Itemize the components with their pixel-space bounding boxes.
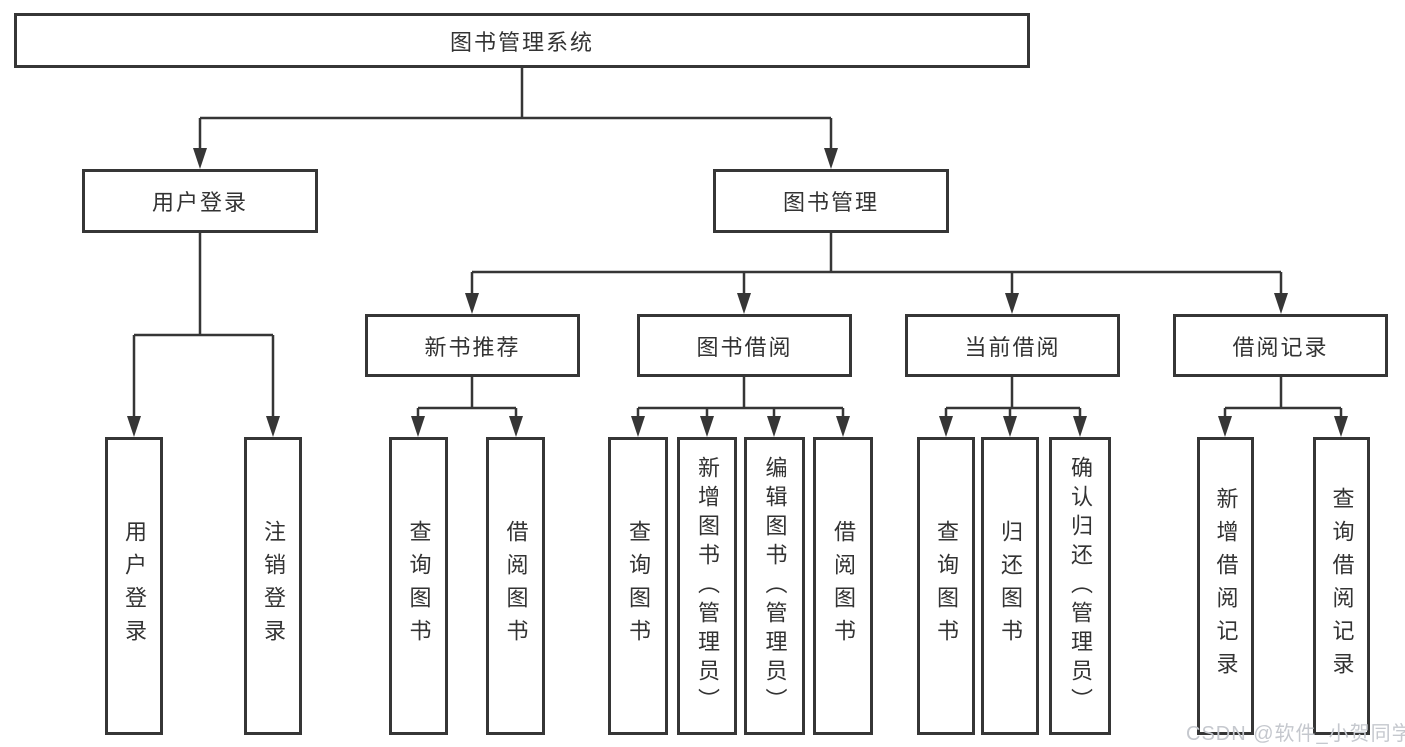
node-label: 查询图书	[406, 520, 432, 652]
node-user-login-module: 用户登录	[82, 169, 318, 233]
node-logout-action: 注销登录	[244, 437, 302, 735]
node-label: 查询图书	[934, 520, 959, 652]
node-add-books-admin: 新增图书（管理员）	[677, 437, 737, 735]
node-add-borrow-record: 新增借阅记录	[1197, 437, 1254, 735]
node-label: 借阅记录	[1232, 334, 1329, 360]
node-label: 借阅图书	[503, 520, 529, 652]
node-new-book-recommendation: 新书推荐	[365, 314, 580, 377]
node-library-management-system: 图书管理系统	[14, 13, 1030, 68]
node-query-borrow-record: 查询借阅记录	[1313, 437, 1370, 735]
node-edit-books-admin: 编辑图书（管理员）	[744, 437, 805, 735]
node-label: 新增图书（管理员）	[695, 455, 720, 717]
node-user-login-action: 用户登录	[105, 437, 163, 735]
node-label: 注销登录	[261, 520, 286, 652]
node-label: 归还图书	[998, 520, 1023, 652]
csdn-watermark: CSDN @软件_小贺同学	[1186, 723, 1405, 745]
node-label: 确认归还（管理员）	[1068, 455, 1093, 717]
node-query-books: 查询图书	[389, 437, 448, 735]
node-label: 用户登录	[151, 190, 248, 215]
node-return-books: 归还图书	[981, 437, 1039, 735]
node-label: 新书推荐	[424, 334, 521, 360]
node-label: 查询图书	[626, 520, 651, 652]
node-label: 图书管理	[782, 190, 879, 215]
node-book-management-module: 图书管理	[713, 169, 949, 233]
node-label: 用户登录	[122, 520, 147, 652]
node-label: 图书管理系统	[449, 29, 594, 55]
node-label: 借阅图书	[831, 520, 856, 652]
node-borrowing-records: 借阅记录	[1173, 314, 1388, 377]
node-label: 编辑图书（管理员）	[762, 455, 788, 717]
node-query-books: 查询图书	[917, 437, 975, 735]
node-label: 查询借阅记录	[1329, 487, 1355, 685]
node-current-borrowing: 当前借阅	[905, 314, 1120, 377]
node-query-books: 查询图书	[608, 437, 668, 735]
node-label: 新增借阅记录	[1213, 487, 1239, 685]
node-label: 当前借阅	[964, 334, 1061, 360]
node-book-borrowing: 图书借阅	[637, 314, 852, 377]
node-borrow-books: 借阅图书	[813, 437, 873, 735]
node-confirm-return-admin: 确认归还（管理员）	[1049, 437, 1111, 735]
node-borrow-books: 借阅图书	[486, 437, 545, 735]
node-label: 图书借阅	[696, 334, 793, 360]
